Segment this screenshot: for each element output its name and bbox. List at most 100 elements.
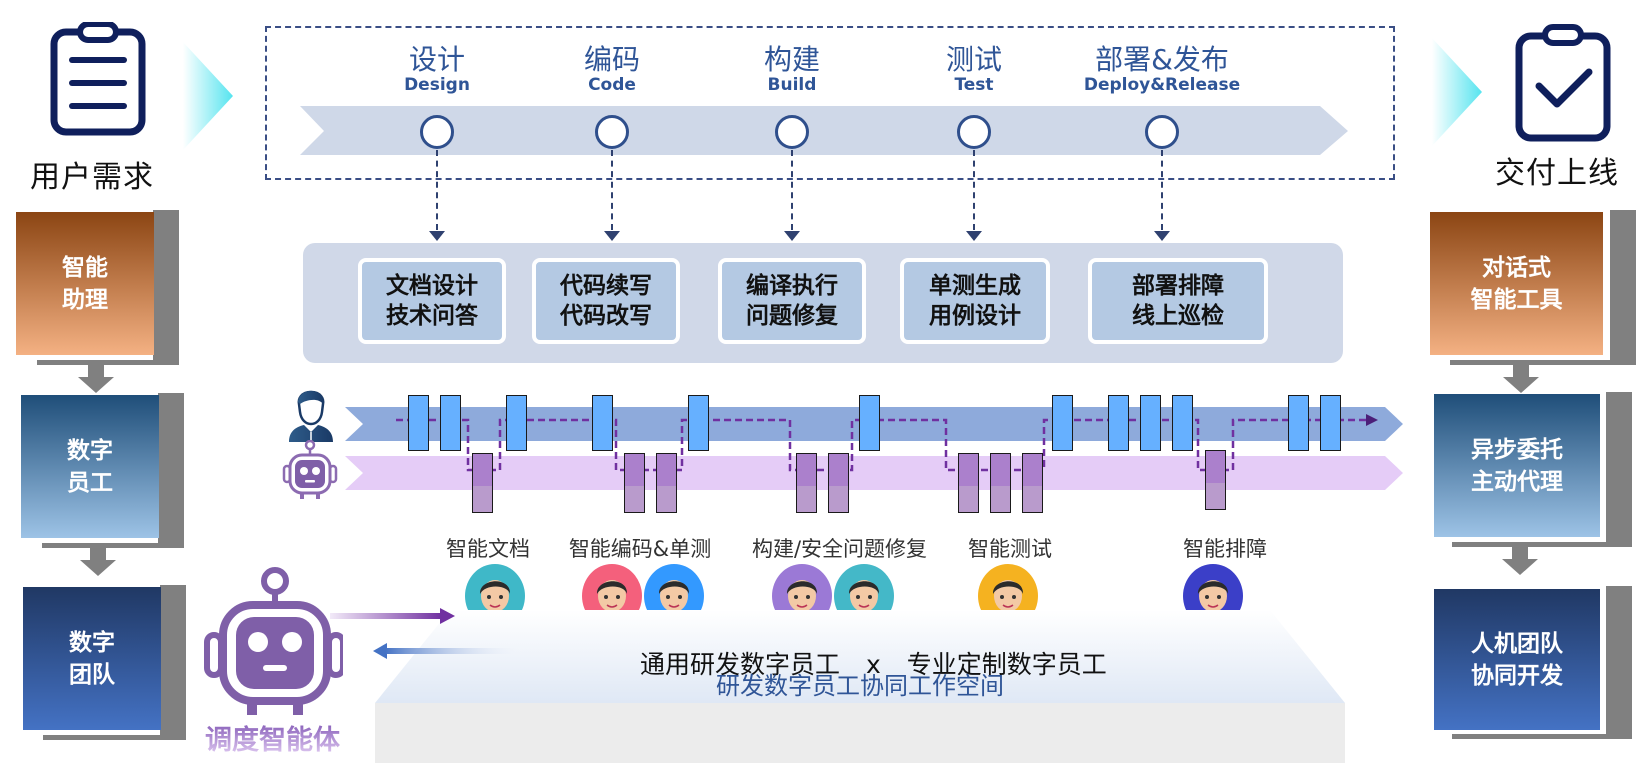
stage-shadow [1606, 586, 1632, 739]
arrow-down-icon [1154, 231, 1170, 241]
stage-shadow [1606, 392, 1632, 547]
phase-connector [611, 150, 613, 230]
stage-shadow [43, 735, 186, 740]
agent-task-block [828, 453, 849, 513]
phase-title-en: Build [767, 75, 817, 95]
stage-shadow [160, 585, 186, 740]
phase-node [775, 115, 809, 149]
human-task-block [1052, 395, 1073, 451]
person-icon [287, 390, 335, 446]
agent-task-block [990, 453, 1011, 513]
start-label: 用户需求 [30, 160, 154, 195]
task-box: 部署排障线上巡检 [1088, 258, 1268, 344]
task-line: 技术问答 [386, 303, 478, 329]
dispatch-arrow-right [330, 608, 455, 624]
task-line: 问题修复 [746, 303, 838, 329]
down-arrow-icon [78, 365, 114, 393]
stage-human-ai-team: 人机团队协同开发 [1434, 589, 1600, 730]
robot-icon [282, 439, 338, 504]
workspace-platform [375, 610, 1345, 763]
stage-digital-team: 数字团队 [23, 587, 161, 730]
phase-connector [973, 150, 975, 230]
task-box: 文档设计技术问答 [358, 258, 506, 344]
arrow-down-icon [604, 231, 620, 241]
stage-async-delegation: 异步委托主动代理 [1434, 394, 1600, 537]
flow-arrowhead-icon [1366, 414, 1378, 426]
down-arrow-icon [1503, 365, 1539, 393]
phase-connector [791, 150, 793, 230]
workspace-title: 研发数字员工协同工作空间 [716, 672, 1004, 700]
phase-title-zh: 构建 [763, 43, 820, 76]
human-task-block [440, 395, 461, 451]
stage-shadow [37, 360, 179, 365]
feedback-arrow-left [373, 643, 528, 659]
end-label: 交付上线 [1495, 156, 1619, 191]
tagline-specialized: 专业定制数字员工 [906, 650, 1107, 679]
human-task-block [1288, 395, 1309, 451]
arrow-down-icon [784, 231, 800, 241]
stage-shadow [1452, 734, 1632, 739]
phase-node [420, 115, 454, 149]
agent-task-block [624, 453, 645, 513]
human-task-block [1140, 395, 1161, 451]
human-task-block [506, 395, 527, 451]
stage-conversational-tool: 对话式智能工具 [1430, 212, 1603, 355]
task-line: 部署排障 [1132, 273, 1224, 299]
phase-title-zh: 部署&发布 [1095, 43, 1229, 76]
stage-shadow [1610, 210, 1636, 365]
phase-connector [1161, 150, 1163, 230]
task-box: 编译执行问题修复 [718, 258, 866, 344]
agent-lane [345, 456, 1403, 490]
task-line: 代码改写 [560, 303, 652, 329]
pipeline-arrow-band [300, 106, 1348, 155]
human-task-block [1320, 395, 1341, 451]
orchestrator-robot-icon [203, 567, 346, 721]
task-line: 文档设计 [386, 273, 478, 299]
phase-connector [436, 150, 438, 230]
human-task-block [1108, 395, 1129, 451]
human-task-block [688, 395, 709, 451]
workspace-tagline: 通用研发数字员工 x 专业定制数字员工 [640, 645, 1107, 681]
stage-shadow [158, 393, 184, 548]
chevron-right-icon [183, 42, 233, 150]
stage-shadow [1450, 360, 1636, 365]
human-task-block [592, 395, 613, 451]
agent-task-block [1205, 450, 1226, 510]
phase-title-en: Design [404, 75, 470, 95]
task-line: 单测生成 [929, 273, 1021, 299]
phase-node [1145, 115, 1179, 149]
stage-shadow [1452, 542, 1632, 547]
pipeline-frame [265, 26, 1395, 180]
stage-shadow [42, 543, 184, 548]
stage-shadow [153, 210, 179, 365]
phase-title-en: Deploy&Release [1083, 75, 1241, 95]
agent-task-block [1022, 453, 1043, 513]
chevron-right-icon [1432, 38, 1482, 146]
phase-title-zh: 测试 [945, 43, 1002, 76]
tagline-x: x [865, 650, 881, 679]
human-task-block [859, 395, 880, 451]
agent-task-block [472, 453, 493, 513]
task-line: 编译执行 [746, 273, 838, 299]
task-line: 线上巡检 [1132, 303, 1224, 329]
human-task-block [408, 395, 429, 451]
task-line: 用例设计 [929, 303, 1021, 329]
phase-title-zh: 编码 [583, 43, 640, 76]
agent-label: 智能编码&单测 [568, 537, 712, 561]
agent-task-block [796, 453, 817, 513]
clipboard-check-icon [1515, 24, 1611, 146]
down-arrow-icon [80, 548, 116, 576]
agent-label: 智能排障 [1183, 537, 1267, 561]
task-line: 代码续写 [560, 273, 652, 299]
stage-smart-assistant: 智能助理 [16, 212, 154, 355]
phase-node [595, 115, 629, 149]
stage-digital-employee: 数字员工 [21, 395, 159, 538]
agent-label: 智能文档 [446, 537, 530, 561]
phase-title-en: Code [588, 75, 636, 95]
